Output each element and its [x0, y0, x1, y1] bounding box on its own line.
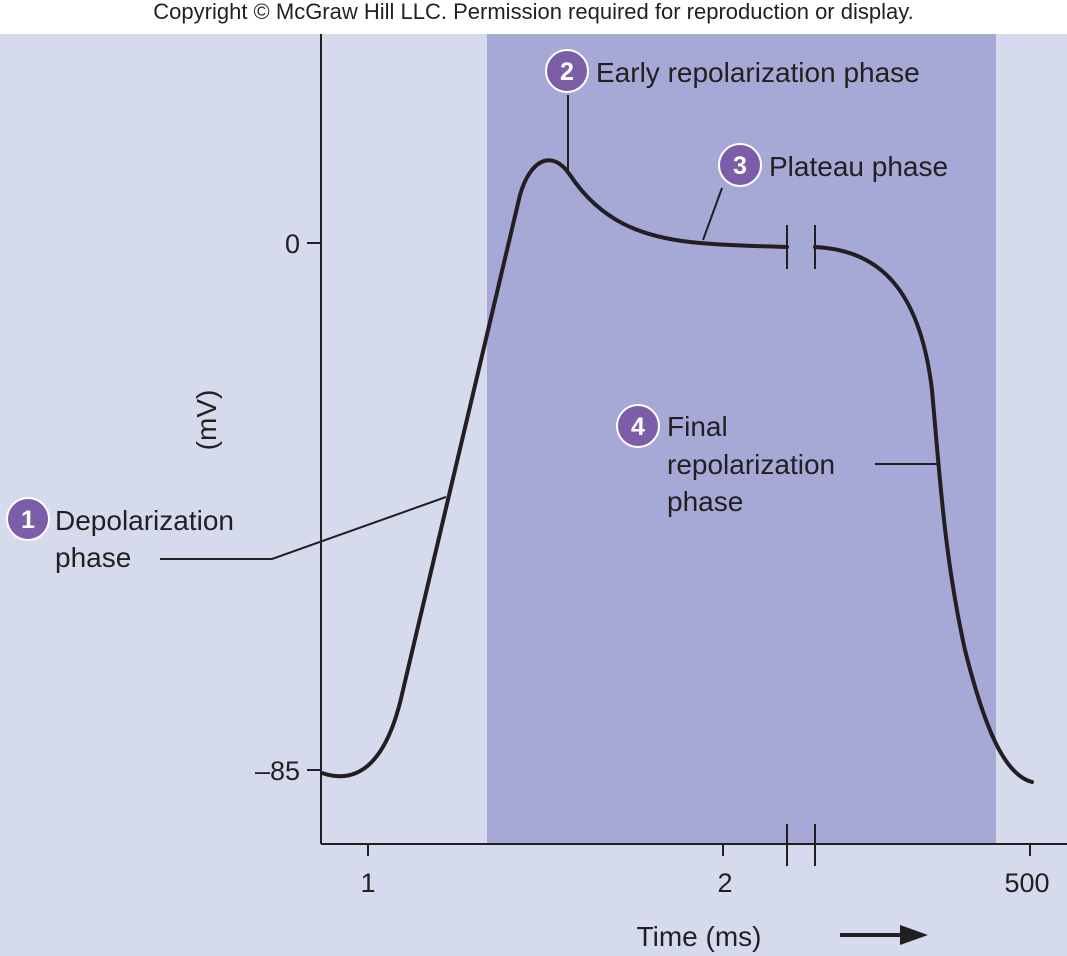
copyright-notice: Copyright © McGraw Hill LLC. Permission … — [0, 0, 1067, 34]
phase-4-label-line-3: phase — [667, 486, 743, 517]
phase-1-label-line-1: Depolarization — [55, 505, 234, 536]
phase-4-label-line-2: repolarization — [667, 449, 835, 480]
phase-2-number: 2 — [560, 58, 574, 86]
action-potential-curve-segment-1 — [320, 158, 789, 779]
x-tick-label-500: 500 — [1004, 868, 1049, 898]
phase-3-badge: 3 — [718, 143, 762, 187]
phase-1-number: 1 — [21, 506, 35, 534]
action-potential-curve-segment-2 — [813, 245, 1034, 784]
time-arrow-icon — [840, 925, 928, 945]
phase-2-label: Early repolarization phase — [596, 57, 920, 88]
phase-2-badge: 2 — [545, 49, 589, 93]
phase-3-leader-line — [702, 187, 723, 241]
y-tick-label-minus85: –85 — [255, 756, 300, 786]
y-tick-label-zero: 0 — [285, 229, 300, 259]
phase-1-leader-line — [160, 496, 447, 560]
phase-1-badge: 1 — [6, 497, 50, 541]
phase-4-number: 4 — [631, 413, 645, 441]
phase-1-label-line-2: phase — [55, 542, 131, 573]
phase-3-label: Plateau phase — [769, 151, 948, 182]
phase-4-label-line-1: Final — [667, 411, 728, 442]
y-axis-title: (mV) — [191, 390, 222, 451]
x-axis-title: Time (ms) — [637, 921, 762, 952]
phase-4-badge: 4 — [616, 404, 660, 448]
x-tick-label-1: 1 — [360, 868, 375, 898]
phase-3-number: 3 — [733, 152, 747, 180]
action-potential-chart: 0 –85 1 2 500 1 Depolarization phase — [0, 34, 1067, 956]
x-tick-label-2: 2 — [717, 868, 732, 898]
